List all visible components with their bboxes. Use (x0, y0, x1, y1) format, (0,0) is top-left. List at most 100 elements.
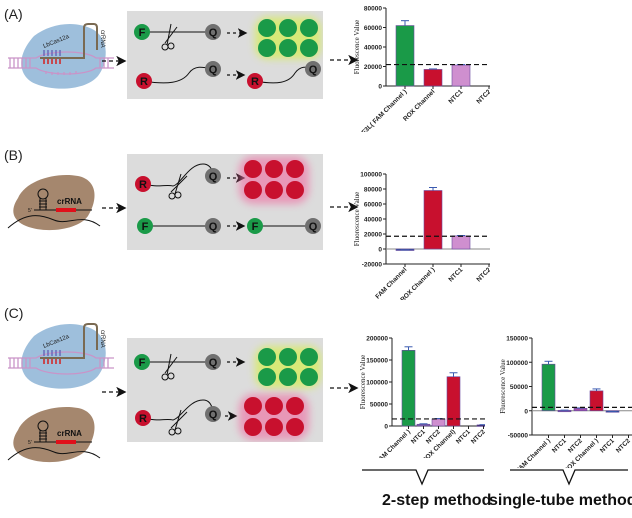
quencher-icon (305, 61, 321, 77)
quencher-icon (305, 218, 321, 234)
y-axis-label: Fluorescence Value (353, 20, 361, 75)
y-tick-label: 100000 (366, 380, 388, 387)
green-fluorescence-dots (258, 348, 318, 386)
y-tick-label: 150000 (366, 358, 388, 365)
bar (541, 363, 556, 412)
y-axis-label: Fluorescence Value (499, 359, 507, 414)
dashed-arrow-icon (102, 202, 127, 214)
x-tick-label: NTC2 (475, 88, 490, 105)
cas13-complex-c: 5' crRNA (7, 406, 101, 463)
fam-label: F (139, 357, 146, 369)
fam-fluorophore-icon (247, 218, 263, 234)
red-fluorescence-dots (244, 160, 304, 199)
quencher-label: Q (309, 64, 318, 76)
cas12a-complex-a: LbCas12a crRNA (8, 23, 114, 89)
quencher-label: Q (209, 171, 218, 183)
quencher-label: Q (209, 27, 218, 39)
quencher-label: Q (209, 64, 218, 76)
y-tick-label: 0 (524, 408, 528, 415)
quencher-icon (205, 168, 221, 184)
hairpin-icon (37, 420, 49, 442)
x-tick-label: NTC1 (599, 437, 616, 454)
y-tick-label: 0 (378, 84, 382, 91)
fam-fluorophore-icon (134, 24, 150, 40)
bar (451, 64, 471, 87)
cas13-complex-b: 5' crRNA (7, 174, 101, 231)
bar (573, 408, 588, 412)
y-tick-label: 60000 (364, 202, 382, 209)
quencher-icon (205, 218, 221, 234)
reaction-diagram-b: R Q F Q F Q (135, 156, 321, 234)
method-label-single-tube: single-tube method (489, 492, 632, 509)
scissors-icon (161, 23, 178, 51)
x-tick-label: F3L( FAM Channel ) (364, 428, 412, 458)
x-tick-label: NTC1 (455, 428, 472, 445)
scissors-icon (168, 173, 188, 200)
y-tick-label: 40000 (364, 45, 382, 52)
x-tick-label: NTC2 (475, 266, 490, 283)
target-rna-strand (7, 215, 101, 229)
rox-fluorophore-icon (136, 73, 152, 89)
fam-label: F (142, 221, 149, 233)
bar (395, 25, 415, 87)
panel-label-a: (A) (4, 6, 23, 22)
fam-fluorophore-icon (137, 218, 153, 234)
crrna-strand (40, 23, 98, 59)
x-tick-label: F3L( FAM Channel ) (504, 437, 552, 468)
guide-name-c1: crRNA (99, 330, 105, 348)
y-tick-label: 50000 (510, 384, 528, 391)
y-tick-label: 20000 (364, 232, 382, 239)
y-tick-label: 150000 (506, 336, 528, 343)
x-tick-label: NTC1 (447, 88, 464, 105)
x-tick-label: NTC1 (551, 437, 568, 454)
rox-fluorophore-icon (135, 176, 151, 192)
rox-fluorophore-icon (247, 73, 263, 89)
bar (416, 423, 431, 427)
guide-name-b: crRNA (57, 197, 82, 206)
red-fluorescence-dots (244, 397, 304, 436)
panel-label-b: (B) (4, 147, 23, 163)
x-tick-label: NTC1 (447, 266, 464, 283)
bar (423, 69, 443, 87)
brace-two-step (362, 469, 484, 486)
method-label-two-step: 2-step method (382, 492, 492, 509)
reaction-diagram-c: F Q R Q (134, 346, 321, 440)
bar (431, 418, 446, 427)
hairpin-icon (37, 188, 49, 210)
y-tick-label: 60000 (364, 25, 382, 32)
dna-duplex-icon (8, 51, 114, 75)
quencher-label: Q (209, 409, 218, 421)
y-tick-label: 0 (378, 247, 382, 254)
fam-label: F (252, 221, 259, 233)
rox-label: R (139, 413, 147, 425)
scissors-icon (168, 409, 188, 436)
panel-label-c: (C) (4, 305, 24, 321)
bar (423, 190, 443, 250)
scissors-icon (161, 353, 178, 381)
cas13-blob (13, 174, 95, 231)
chart-b: -20000020000400006000080000100000Fluores… (353, 172, 490, 300)
guide-name-a: crRNA (99, 30, 105, 48)
five-prime-label: 5' (28, 440, 32, 446)
dashed-arrow-icon (102, 386, 127, 398)
x-tick-label: NTC1 (410, 428, 427, 445)
guide-name-c2: crRNA (57, 429, 82, 438)
rox-label: R (139, 179, 147, 191)
y-tick-label: 100000 (360, 172, 382, 179)
dashed-arrow-icon (330, 201, 359, 213)
x-tick-label: NTC2 (470, 428, 485, 445)
cas12a-complex-c: LbCas12a crRNA (8, 323, 114, 389)
quencher-icon (205, 61, 221, 77)
rox-label: R (251, 76, 259, 88)
bar (451, 235, 471, 250)
y-tick-label: -50000 (508, 433, 529, 440)
brace-single-tube (510, 469, 628, 486)
y-tick-label: 200000 (366, 336, 388, 343)
y-tick-label: 20000 (364, 64, 382, 71)
x-tick-label: NTC2 (615, 437, 632, 454)
dashed-arrow-icon (330, 54, 359, 66)
rox-label: R (140, 76, 148, 88)
